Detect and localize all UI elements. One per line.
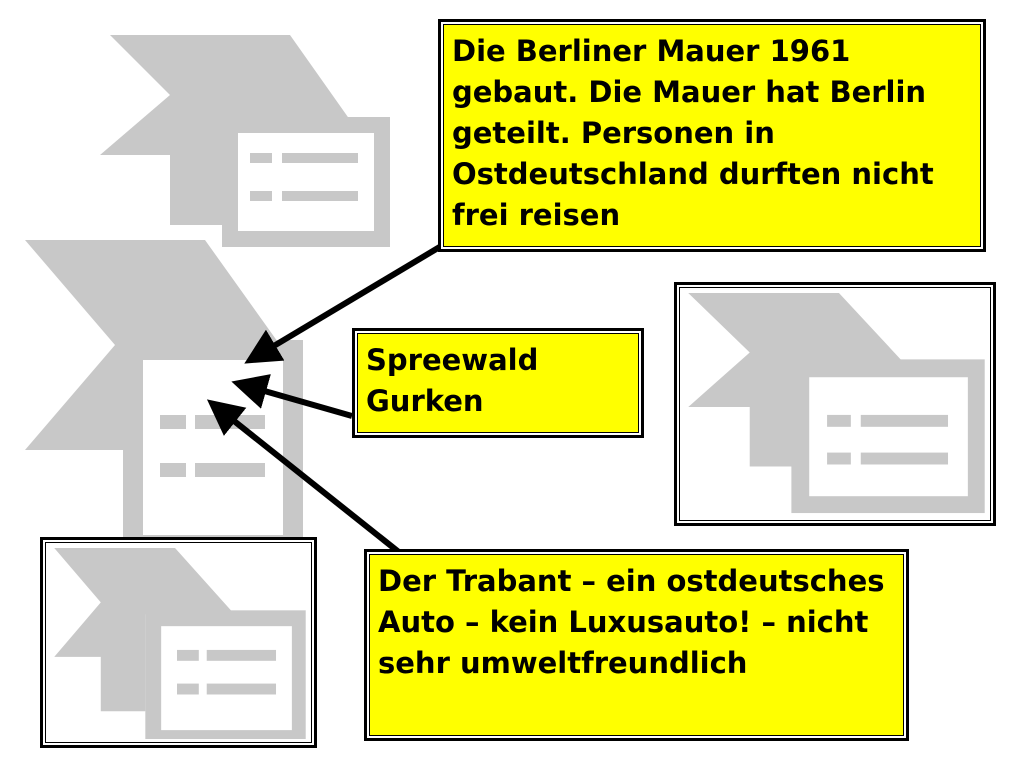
image-frame-right [674, 282, 996, 526]
callout-spreewald-text: Spreewald Gurken [366, 343, 539, 418]
callout-berlin-wall-text: Die Berliner Mauer 1961 gebaut. Die Maue… [452, 34, 934, 232]
callout-trabant: Der Trabant – ein ostdeutsches Auto – ke… [364, 549, 909, 741]
callout-trabant-text: Der Trabant – ein ostdeutsches Auto – ke… [378, 564, 885, 680]
picture-placeholder-icon [25, 235, 315, 565]
image-frame-bottom-left [40, 537, 317, 748]
picture-placeholder-icon [688, 292, 985, 514]
callout-berlin-wall: Die Berliner Mauer 1961 gebaut. Die Maue… [438, 19, 986, 252]
picture-placeholder-icon [54, 547, 306, 740]
picture-placeholder-icon [60, 25, 400, 255]
callout-spreewald: Spreewald Gurken [352, 328, 644, 438]
